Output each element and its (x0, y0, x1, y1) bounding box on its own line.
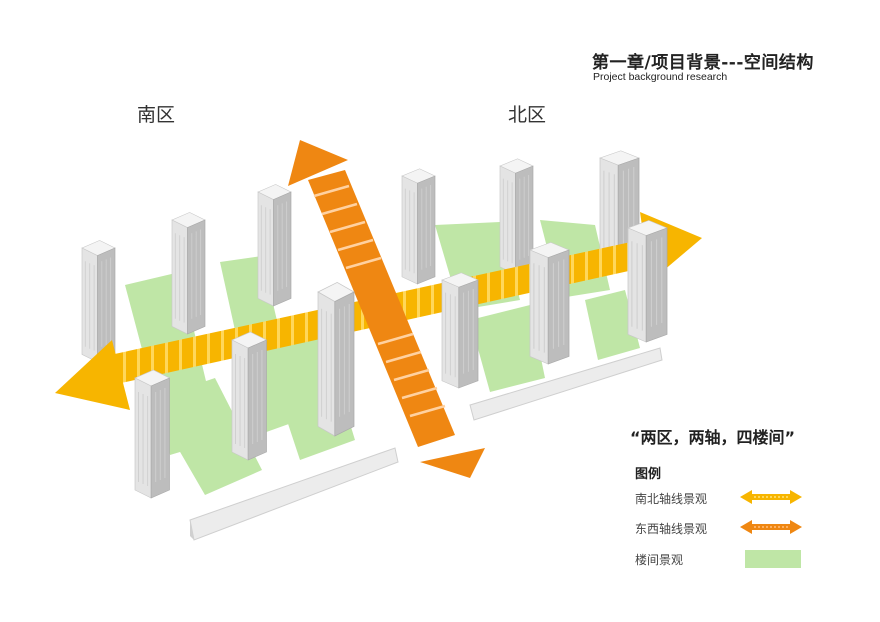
south-ground-slab (189, 447, 399, 541)
legend-title: 图例 (635, 467, 662, 482)
north-zone-label: 北区 (508, 104, 547, 126)
page-subtitle: Project background research (593, 71, 728, 83)
north-south-axis-arrow (288, 140, 485, 478)
north-front-building-3 (627, 219, 668, 343)
page-title: 第一章/项目背景---空间结构 (592, 53, 814, 73)
legend-icon-east-west (740, 520, 802, 534)
north-front-building-2 (529, 241, 570, 365)
legend-label-green: 楼间景观 (635, 553, 684, 567)
legend-label-north-south: 南北轴线景观 (635, 492, 708, 506)
north-front-building-1 (441, 272, 479, 389)
south-front-building-3 (317, 281, 355, 437)
legend-label-east-west: 东西轴线景观 (635, 522, 708, 536)
legend-icon-green-swatch (745, 550, 801, 568)
north-ground-slab (469, 347, 663, 421)
south-front-building-2 (231, 331, 267, 461)
legend-icon-north-south (740, 490, 802, 504)
slogan-text: “两区，两轴，四楼间” (630, 428, 796, 447)
south-zone-label: 南区 (137, 104, 176, 126)
south-front-building-1 (134, 369, 170, 499)
